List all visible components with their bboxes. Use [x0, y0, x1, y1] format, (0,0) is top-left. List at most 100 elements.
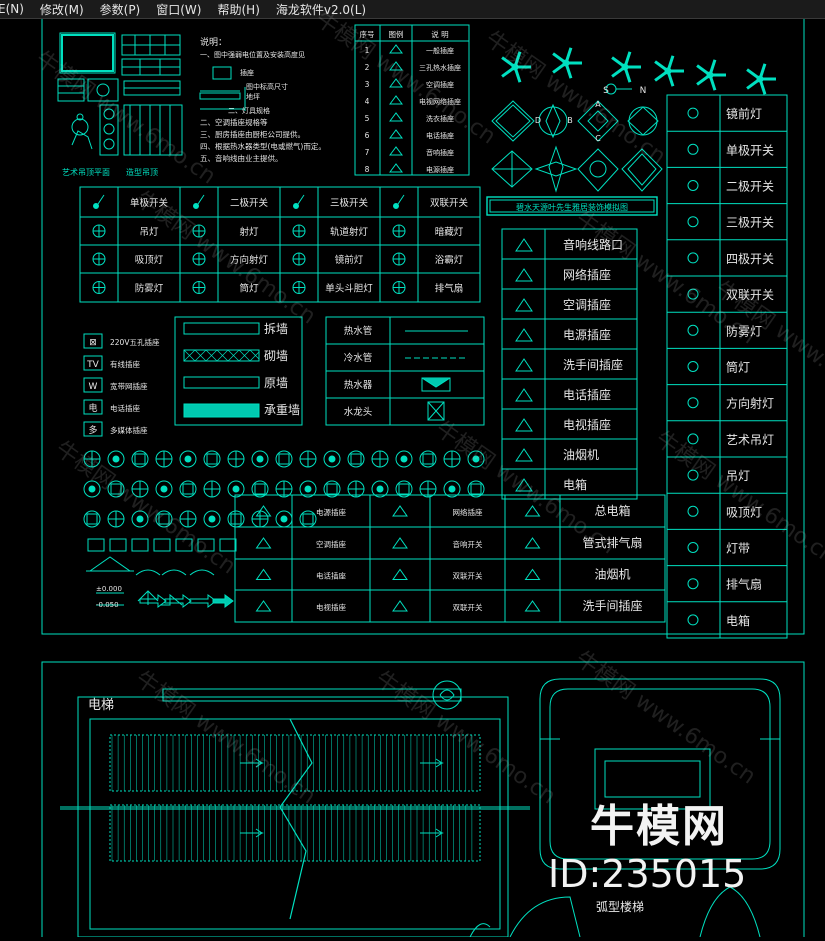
bottom-table-icon [392, 537, 408, 549]
wall-legend-label: 原墙 [264, 376, 288, 390]
fan-blade [611, 65, 626, 78]
symbol-glyph [131, 510, 149, 528]
banner-text: 碧水天源叶先生雅居装饰模拟图 [516, 202, 628, 212]
symbol-glyph [422, 453, 434, 465]
mid-legend-icon [515, 268, 533, 282]
switch-icon [93, 203, 99, 209]
right-legend-label: 吸顶灯 [726, 505, 762, 519]
legend-row-desc: 电视网络插座 [419, 97, 461, 106]
symbol-glyph [251, 480, 269, 498]
menu-edit[interactable]: E(N) [0, 2, 24, 16]
symbol-glyph [108, 511, 124, 527]
legend-row-desc: 三孔热水插座 [419, 63, 461, 72]
right-legend-icon [687, 252, 699, 264]
legend-header: 说 明 [431, 29, 448, 39]
symbol-glyph [347, 450, 365, 468]
legend-row-icon [389, 129, 403, 139]
compass-label: A [595, 100, 601, 109]
symbol-glyph [276, 481, 292, 497]
symbol-glyph [420, 481, 436, 497]
right-legend-label: 单极开关 [726, 143, 774, 157]
bottom-table-label: 网络插座 [453, 507, 483, 517]
switch-table-label: 浴霸灯 [435, 255, 464, 266]
ceiling-thumbnails [57, 32, 183, 156]
symbol-glyph [197, 538, 215, 552]
symbol-glyph [179, 480, 197, 498]
notes-label: 地坪 [246, 92, 260, 101]
legend-row-desc: 电话插座 [426, 131, 454, 140]
switch-icon [97, 194, 105, 205]
bottom-table-icon [392, 568, 408, 580]
switch-table-label: 轨道射灯 [330, 226, 369, 238]
socket-label: 宽带网插座 [110, 381, 148, 391]
right-legend-label: 筒灯 [726, 360, 750, 375]
escalator-steps [111, 735, 473, 861]
bottom-table-label: 双联开关 [453, 571, 483, 581]
plan-label: 造型吊顶 [126, 167, 158, 177]
menu-hailong[interactable]: 海龙软件v2.0(L) [275, 2, 367, 17]
pipe-legend-label: 水龙头 [344, 406, 373, 418]
cad-drawing-canvas[interactable]: 说明：一、图中强弱电位置及安装高度见插座图中标高尺寸地坪二、灯具规格二、空调插座… [0, 16, 825, 941]
right-legend-label: 防雾灯 [726, 323, 762, 338]
switch-table-label: 方向射灯 [230, 254, 269, 266]
fan-blade [623, 51, 632, 68]
right-legend-label: 灯带 [726, 542, 750, 556]
bottom-table-label: 空调插座 [316, 539, 346, 549]
switch-icon [293, 203, 299, 209]
stair-label: 弧型楼梯 [596, 899, 644, 914]
mid-legend-icon [515, 418, 533, 432]
symbol-glyph [275, 450, 293, 468]
symbol-glyph [131, 450, 149, 468]
right-legend-label: 二极开关 [726, 180, 774, 194]
legend-row-icon [389, 44, 403, 54]
menu-window[interactable]: 窗口(W) [156, 2, 202, 17]
right-legend-icon [687, 578, 699, 590]
socket-icon: W [89, 382, 98, 392]
compass-label: S [603, 86, 609, 96]
bottom-table-label: 电源插座 [316, 507, 346, 517]
symbol-glyph [132, 481, 148, 497]
fan-blade [666, 55, 675, 72]
switch-table-label: 吸顶灯 [135, 255, 164, 266]
right-legend-icon [687, 288, 699, 300]
socket-icon: 多 [88, 424, 97, 436]
legend-row-icon [389, 146, 403, 156]
bottom-table-icon [524, 600, 541, 612]
symbol-glyph [136, 515, 144, 523]
switch-table-label: 二极开关 [230, 197, 269, 209]
symbol-glyph [88, 485, 96, 493]
menu-params[interactable]: 参数(P) [99, 2, 141, 17]
symbol-glyph [323, 480, 341, 498]
symbol-glyph [302, 513, 314, 525]
menu-modify[interactable]: 修改(M) [39, 2, 84, 17]
fan-blade [746, 77, 761, 90]
notes-diagram [199, 66, 246, 111]
socket-icon-box [83, 421, 103, 437]
lamp-icon [193, 281, 205, 294]
right-legend-label: 方向射灯 [726, 396, 774, 411]
right-legend-frame [666, 94, 788, 639]
symbol-glyph [203, 510, 221, 528]
switch-table-label: 镜前灯 [335, 254, 364, 266]
banner-frame [486, 196, 658, 216]
switch-table-label: 排气扇 [435, 283, 464, 295]
bottom-table-label: 洗手间插座 [582, 598, 642, 613]
bottom-table-icon [392, 505, 408, 517]
fan-symbols [501, 47, 776, 95]
legend-row-num: 7 [365, 148, 370, 157]
lamp-icon [93, 281, 105, 294]
menu-help[interactable]: 帮助(H) [217, 2, 260, 17]
lamp-icon [93, 225, 105, 237]
legend-row-num: 4 [365, 97, 370, 106]
switch-icon [193, 203, 199, 209]
wall-legend-label: 承重墙 [264, 403, 300, 417]
symbol-glyph [204, 481, 220, 497]
switch-icon [393, 203, 399, 209]
legend-row-num: 1 [365, 46, 370, 55]
legend-row-icon [389, 95, 403, 105]
symbol-glyph [155, 480, 173, 498]
symbol-glyph [419, 450, 437, 468]
symbol-glyph [203, 450, 221, 468]
bottom-table-label: 双联开关 [453, 602, 483, 612]
fan-blade [552, 52, 567, 65]
